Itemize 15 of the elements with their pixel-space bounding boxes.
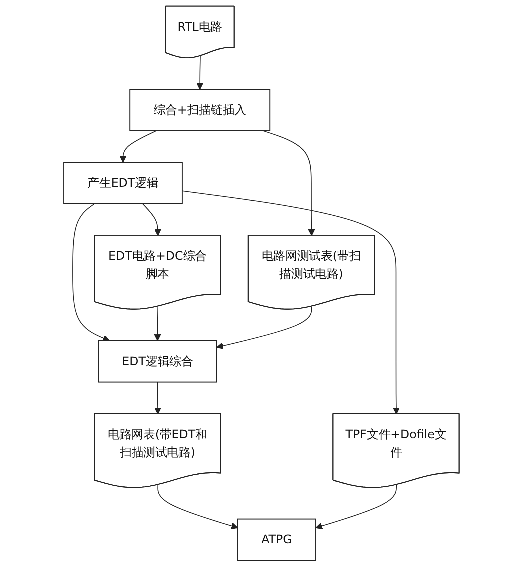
node-box: 产生EDT逻辑 — [64, 162, 184, 204]
node-box: ATPG — [238, 518, 317, 562]
arrow — [158, 484, 239, 530]
arrow — [72, 204, 110, 342]
arrow — [196, 56, 204, 90]
node-box: EDT逻辑综合 — [98, 340, 218, 383]
arrow — [142, 204, 162, 236]
arrow — [263, 130, 316, 236]
node-box: 综合+扫描链插入 — [130, 89, 271, 132]
arrow — [216, 306, 313, 350]
arrow — [182, 190, 400, 415]
arrow — [154, 382, 162, 415]
arrow — [120, 130, 158, 163]
arrow — [316, 484, 398, 530]
arrow — [154, 306, 162, 342]
